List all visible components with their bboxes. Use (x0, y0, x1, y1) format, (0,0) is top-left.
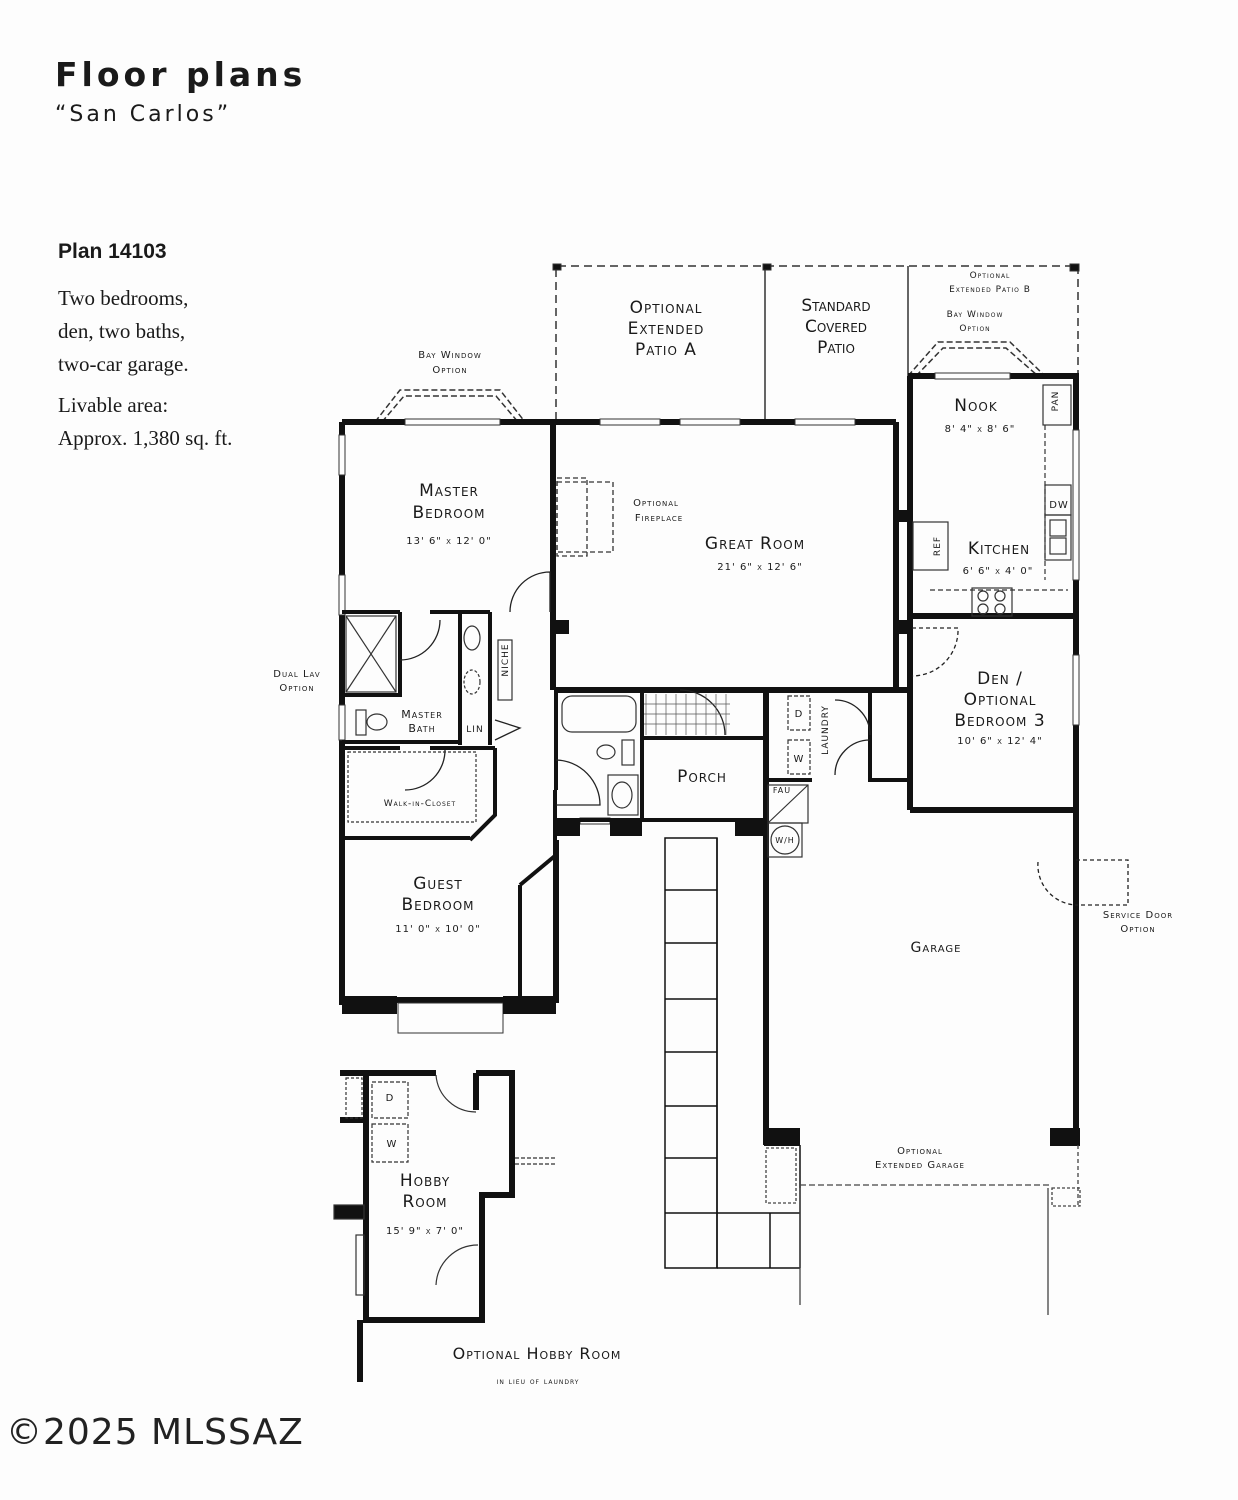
hobby-washer-label: W (387, 1139, 398, 1150)
svg-text:Option: Option (279, 683, 314, 694)
plan-number: Plan 14103 (58, 240, 167, 263)
patio-outlines (552, 263, 1080, 420)
master-bedroom-dims: 13' 6" x 12' 0" (406, 536, 491, 547)
hobby-room-dims: 15' 9" x 7' 0" (386, 1226, 464, 1237)
svg-text:Patio A: Patio A (635, 340, 697, 360)
svg-text:Extended Garage: Extended Garage (875, 1160, 965, 1171)
dishwasher-label: DW (1049, 500, 1069, 511)
washer-label: W (794, 754, 805, 765)
dryer-label: D (795, 709, 804, 720)
great-room-label: Great Room (705, 534, 805, 554)
hobby-room-label: Hobby (400, 1171, 450, 1191)
plan-description: Two bedrooms, den, two baths, two-car ga… (58, 282, 232, 455)
water-heater-label: W/H (775, 836, 795, 845)
fireplace-label: Optional (633, 498, 679, 509)
description-line: Two bedrooms, (58, 286, 189, 310)
niche-label: NICHE (501, 643, 511, 676)
porch-label: Porch (677, 767, 727, 787)
hobby-room-details (333, 1074, 555, 1296)
laundry-fixtures (767, 695, 811, 858)
master-bath-fixtures (345, 615, 513, 823)
walkway-pavers (664, 837, 801, 1269)
entry-tile (644, 694, 730, 735)
bay-window-nook (907, 341, 1046, 377)
extended-garage-label: Optional (897, 1146, 943, 1157)
description-line: two-car garage. (58, 352, 189, 376)
hobby-room-walls (340, 1070, 515, 1382)
svg-text:Bedroom 3: Bedroom 3 (954, 711, 1045, 731)
svg-text:Optional: Optional (964, 690, 1037, 710)
windows (338, 372, 1080, 1034)
nook-dims: 8' 4" x 8' 6" (945, 424, 1016, 435)
doors (399, 571, 1129, 906)
svg-text:Bath: Bath (408, 722, 435, 735)
covered-patio-label: Standard (801, 296, 870, 316)
linen-label: LIN (466, 725, 483, 735)
den-label: Den / (977, 669, 1023, 689)
svg-text:Room: Room (402, 1192, 447, 1212)
den-dims: 10' 6" x 12' 4" (957, 736, 1042, 747)
master-bath-label: Master (401, 708, 443, 721)
svg-text:Extended: Extended (628, 319, 705, 339)
kitchen-label: Kitchen (968, 539, 1030, 559)
kitchen-dims: 6' 6" x 4' 0" (963, 566, 1034, 577)
svg-text:Bedroom: Bedroom (412, 503, 485, 523)
plan-name: “San Carlos” (55, 102, 232, 127)
master-bedroom-label: Master (419, 481, 479, 501)
svg-text:Bedroom: Bedroom (401, 895, 474, 915)
page-title: Floor plans (55, 55, 307, 94)
hobby-room-caption: Optional Hobby Room (453, 1344, 622, 1363)
description-line: den, two baths, (58, 319, 186, 343)
great-room-dims: 21' 6" x 12' 6" (717, 562, 802, 573)
hobby-room-subcaption: in lieu of laundry (497, 1377, 580, 1387)
interior-walls (342, 610, 912, 1000)
hobby-dryer-label: D (386, 1093, 395, 1104)
walk-in-closet-label: Walk-in-Closet (384, 799, 456, 809)
area-label: Livable area: (58, 393, 169, 417)
svg-text:Option: Option (1120, 924, 1155, 935)
svg-text:Covered: Covered (805, 317, 867, 337)
guest-bedroom-dims: 11' 0" x 10' 0" (395, 924, 480, 935)
svg-text:Option: Option (432, 365, 467, 376)
pantry-label: PAN (1051, 391, 1061, 412)
nook-label: Nook (954, 396, 998, 416)
room-labels: Optional Extended Patio A Standard Cover… (273, 271, 1173, 1387)
hall-bath-fixtures (561, 695, 639, 816)
service-door-label: Service Door (1103, 910, 1173, 921)
guest-bedroom-label: Guest (413, 874, 463, 894)
fireplace-icon (556, 477, 614, 557)
svg-text:Fireplace: Fireplace (635, 513, 683, 524)
extended-garage-outline (765, 1145, 1081, 1315)
svg-text:Option: Option (959, 324, 990, 334)
refrigerator-label: REF (933, 536, 943, 556)
svg-text:Patio: Patio (817, 338, 855, 358)
patio-a-label: Optional (630, 298, 703, 318)
garage-label: Garage (911, 940, 962, 956)
wall-blocks (342, 510, 1080, 1146)
bay-window-nook-label: Bay Window (947, 310, 1004, 320)
laundry-label: LAUNDRY (821, 705, 831, 755)
copyright-watermark: ©2025 MLSSAZ (6, 1412, 304, 1453)
bay-window-master (374, 389, 526, 423)
dual-lav-label: Dual Lav (273, 669, 320, 680)
bay-window-master-label: Bay Window (418, 350, 482, 361)
kitchen-counters (912, 384, 1072, 617)
fau-label: FAU (773, 786, 791, 795)
svg-text:Extended Patio B: Extended Patio B (949, 285, 1031, 295)
patio-b-label: Optional (970, 271, 1011, 281)
area-value: Approx. 1,380 sq. ft. (58, 426, 233, 450)
